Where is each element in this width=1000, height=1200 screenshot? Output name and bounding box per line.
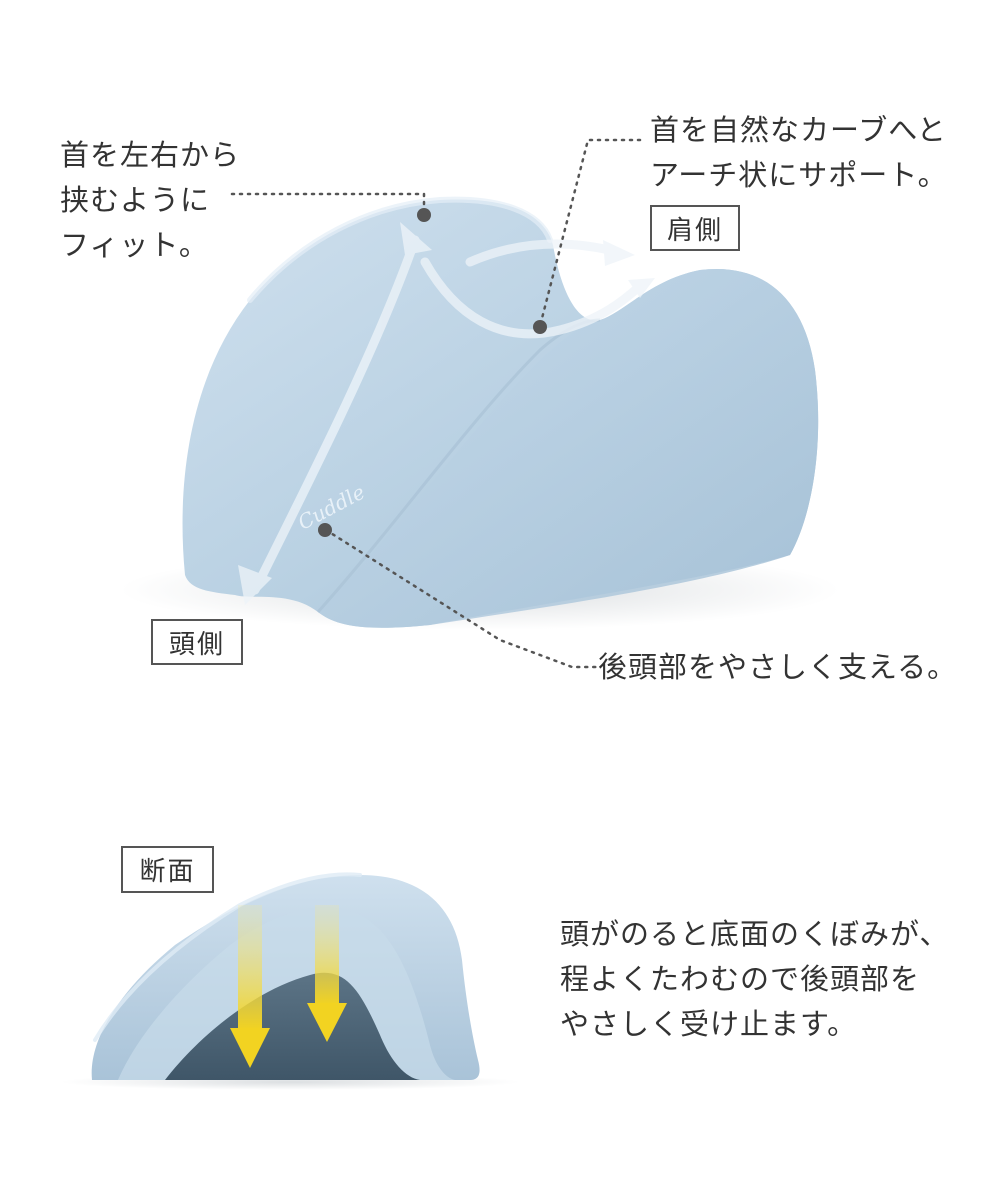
leader-line-neck-sides [230, 192, 426, 216]
leader-lines [230, 138, 642, 669]
leader-line-back-head [324, 528, 598, 669]
callout-line: やさしく受け止ます。 [560, 1007, 858, 1041]
pressure-arrow-right [307, 905, 347, 1042]
section-hollow [165, 972, 420, 1080]
pillow-right-lobe [318, 268, 819, 628]
shoulder-side-label: 肩側 [650, 205, 740, 251]
callout-line: 頭がのると底面のくぼみが、 [560, 917, 950, 951]
pillow-3d-view: Cuddle [120, 138, 840, 669]
cross-section-label: 断面 [121, 846, 214, 893]
callout-line: 首を自然なカーブへと [650, 113, 947, 147]
pillow-top-highlight [247, 196, 553, 303]
direction-arrow-curve [420, 239, 655, 339]
pressure-arrow-left [230, 905, 270, 1068]
callout-line: フィット。 [60, 228, 209, 262]
callout-neck-curve: 首を自然なカーブへと アーチ状にサポート。 [650, 108, 948, 198]
head-side-label: 頭側 [151, 619, 243, 665]
marker-dot-neck-curve [533, 320, 547, 334]
callout-line: アーチ状にサポート。 [650, 158, 948, 192]
cross-section-view [60, 872, 520, 1090]
callout-line: 程よくたわむので後頭部を [560, 962, 921, 996]
callout-line: 挟むように [60, 183, 211, 217]
callout-back-of-head: 後頭部をやさしく支える。 [598, 645, 957, 690]
direction-arrow-long [238, 222, 432, 605]
callout-cross-section: 頭がのると底面のくぼみが、 程よくたわむので後頭部を やさしく受け止ます。 [560, 912, 949, 1047]
leader-line-neck-curve [538, 138, 642, 328]
section-edge-highlight [93, 872, 362, 1042]
callout-line: 後頭部をやさしく支える。 [598, 650, 958, 684]
marker-dot-neck-sides [417, 208, 431, 222]
callout-line: 首を左右から [60, 138, 241, 172]
marker-dot-back-head [318, 523, 332, 537]
callout-neck-sides: 首を左右から 挟むように フィット。 [60, 133, 240, 268]
